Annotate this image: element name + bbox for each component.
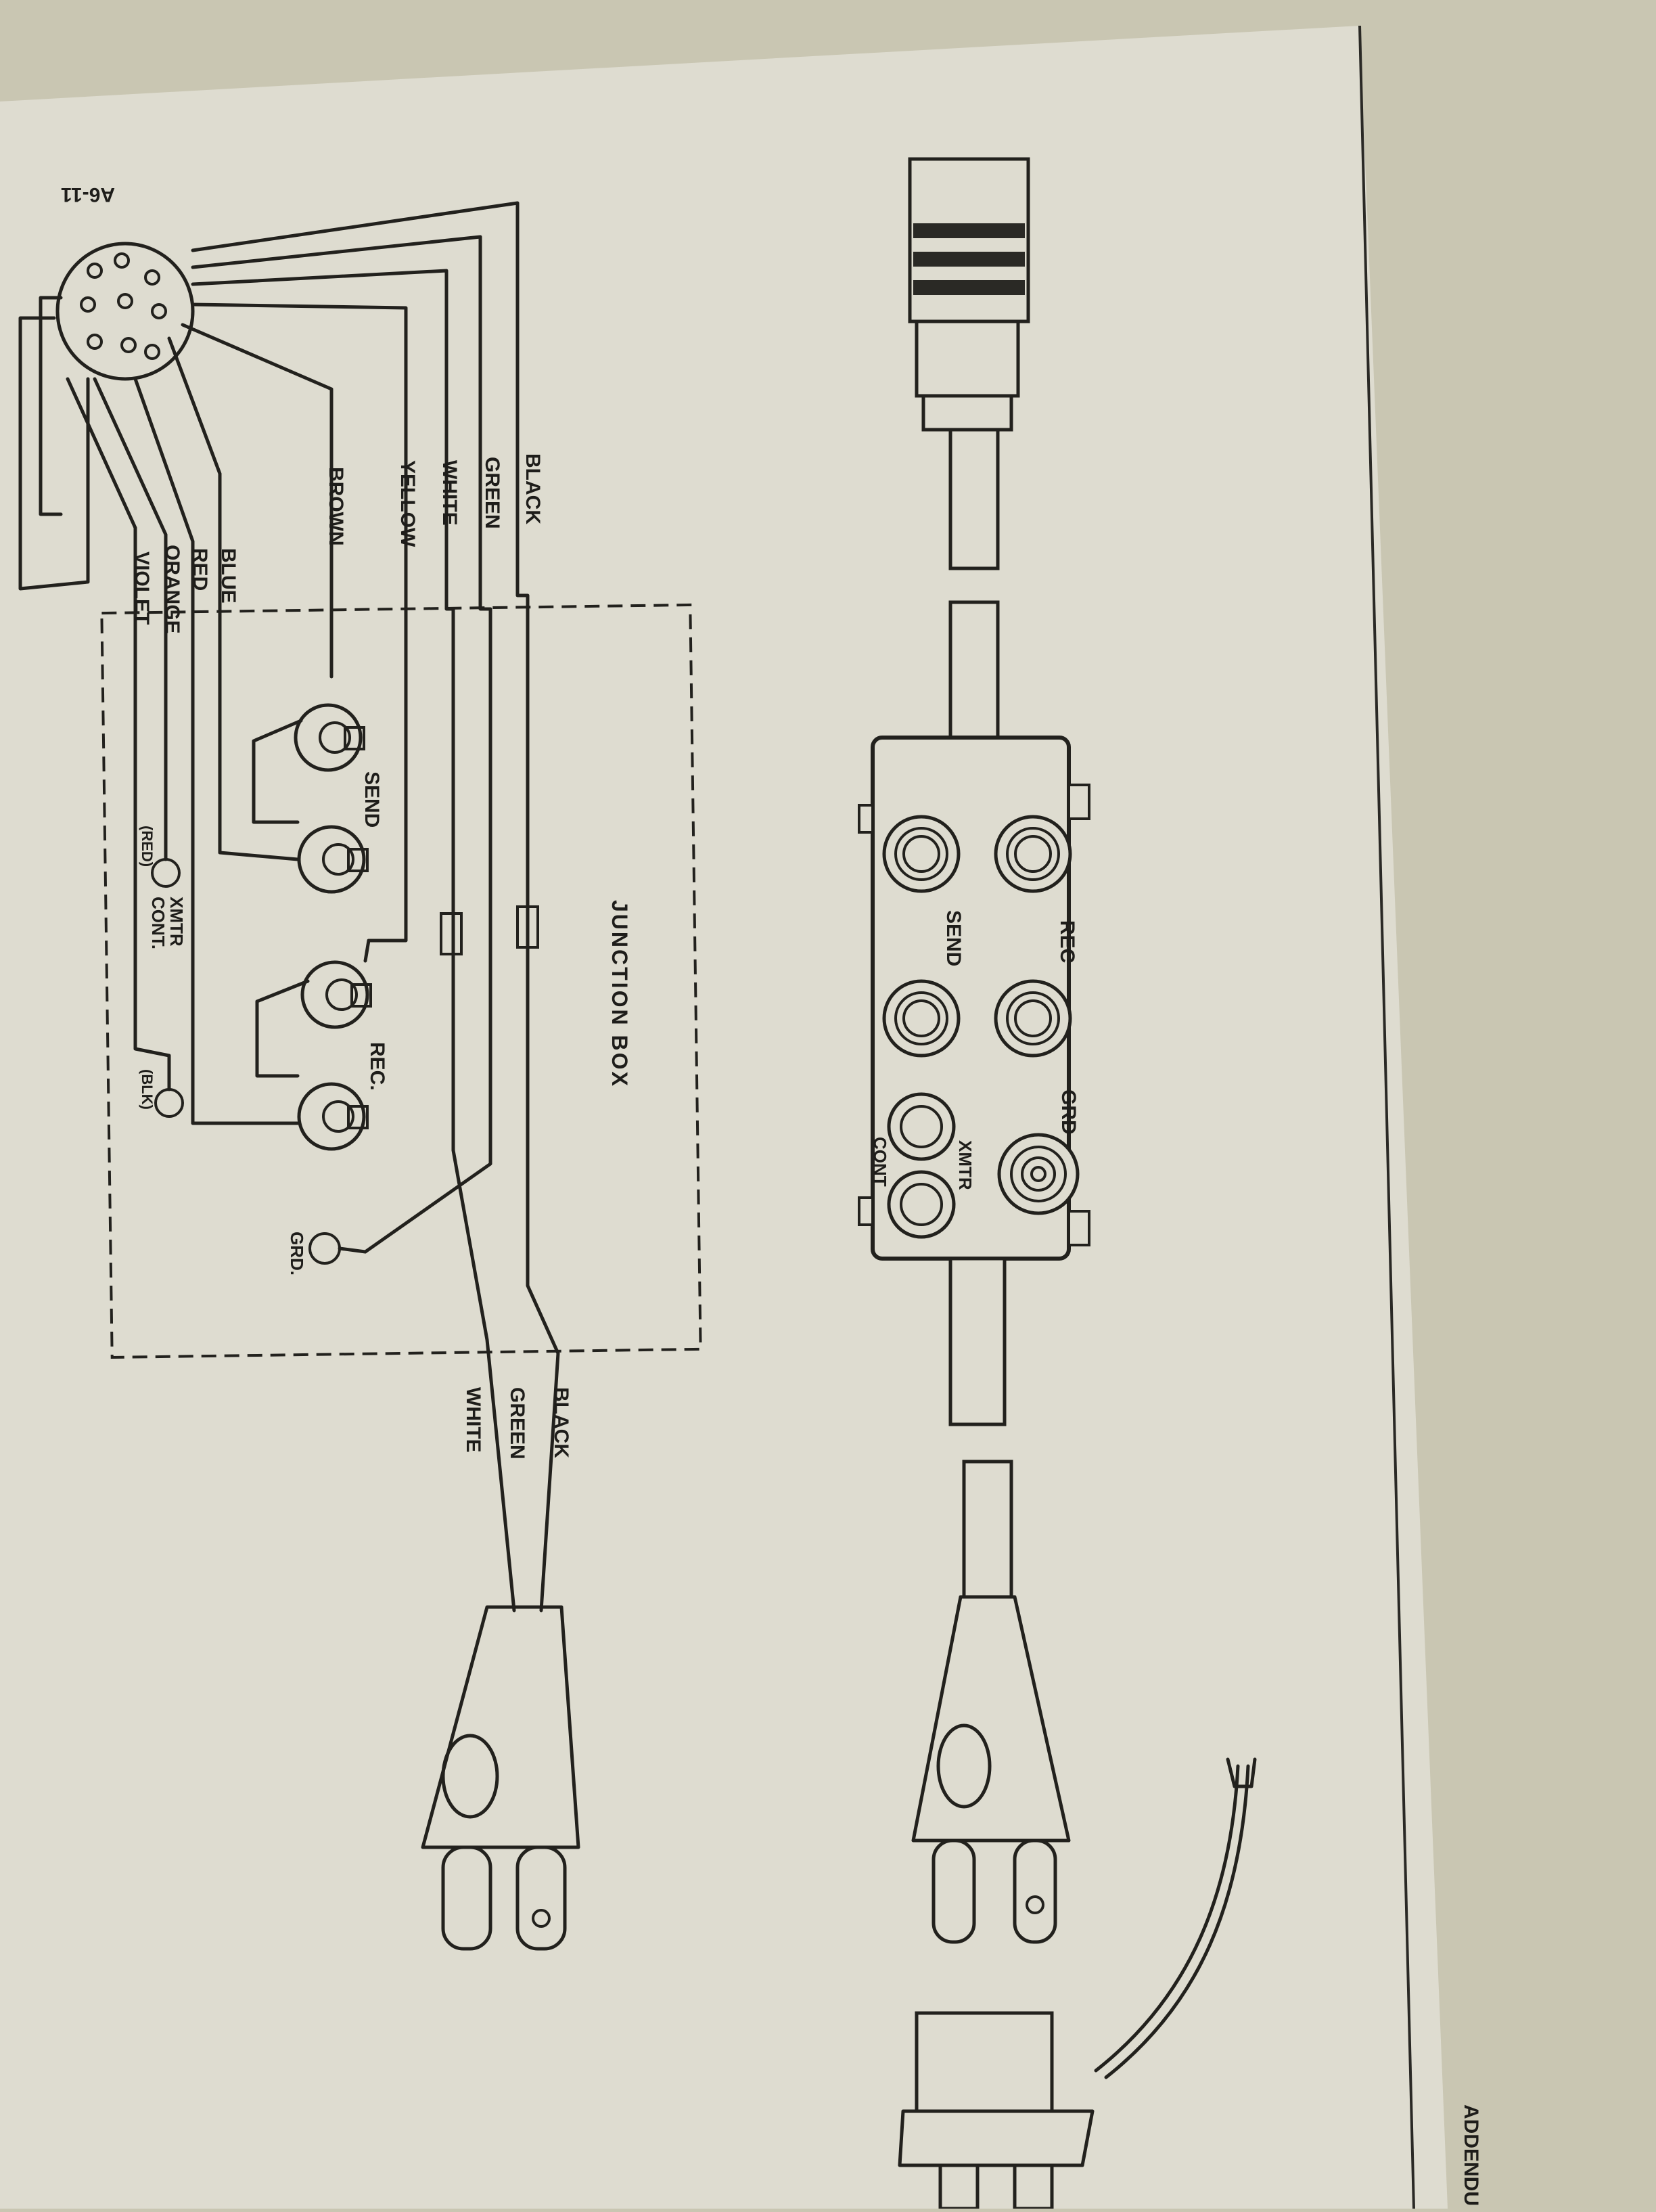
cable-segment-lower [962,1460,1013,1599]
cord-label-black: BLACK [550,1387,572,1458]
wire-label-brown: BROWN [325,467,347,546]
page-number: A6-11 [61,183,115,206]
schematic-grd-label: GRD. [287,1232,307,1276]
schematic-power-plug [421,1605,580,1951]
box-jack-rec-1 [994,815,1072,893]
wire-label-red: RED [189,548,211,591]
box-jack-send-1 [882,815,961,893]
jack-symbol-rec-2 [297,1082,369,1151]
wire-label-yellow: YELLOW [396,460,419,547]
box-ground-terminal [997,1133,1080,1215]
cont-label: CONT. [148,897,168,949]
inline-fuse-white [440,912,463,955]
box-cont-label: CONT [870,1137,890,1187]
red-lug-label: (RED) [139,826,156,867]
connector-wires [18,201,560,1612]
pictorial-assembly: REC SEND GRD XMTR CONT [858,157,1257,2211]
box-grd-label: GRD [1057,1089,1080,1135]
box-xmtr-label: XMTR [955,1140,975,1190]
page-border-line [1358,25,1415,2209]
schematic-send-label: SEND [361,771,383,828]
wiring-schematic: BLACK GREEN WHITE YELLOW BROWN BLUE RED … [18,201,702,1951]
junction-box-label: JUNCTION BOX [607,900,632,1088]
inline-fuse-black [516,905,539,949]
box-jack-rec-2 [994,979,1072,1058]
round-connector-plug [908,157,1030,570]
nine-pin-connector [55,242,195,381]
addendum-header: ADDENDU [1460,2104,1482,2206]
jack-symbol-send-1 [252,703,365,824]
box-send-label: SEND [942,910,965,966]
wire-label-black: BLACK [522,453,544,524]
blk-lug-label: (BLK) [139,1069,156,1110]
xmtr-red-lug [151,820,181,888]
cord-label-green: GREEN [506,1387,528,1460]
cable-segment-middle [948,1257,1007,1426]
wire-label-orange: ORANGE [161,545,183,634]
box-jack-xmtr-cont-2 [887,1170,956,1239]
cord-label-white: WHITE [462,1387,484,1453]
cable-segment-upper [948,600,1000,740]
jack-symbol-send-2 [297,825,369,894]
box-jack-xmtr-cont-1 [887,1092,956,1161]
jack-symbol-rec-1 [255,960,372,1078]
paper-sheet [0,26,1448,2209]
blk-lug [154,1088,184,1118]
xmtr-label: XMTR [166,897,187,947]
ground-lead-wire [1094,1757,1257,2079]
wire-label-white: WHITE [438,460,461,526]
wire-label-green: GREEN [481,457,503,529]
wire-label-blue: BLUE [217,548,239,604]
box-rec-label: REC [1056,920,1078,963]
box-jack-send-2 [882,979,961,1058]
schematic-rec-label: REC. [366,1042,388,1091]
pictorial-power-plug [911,1595,1071,1944]
ground-lug [308,1232,367,1265]
